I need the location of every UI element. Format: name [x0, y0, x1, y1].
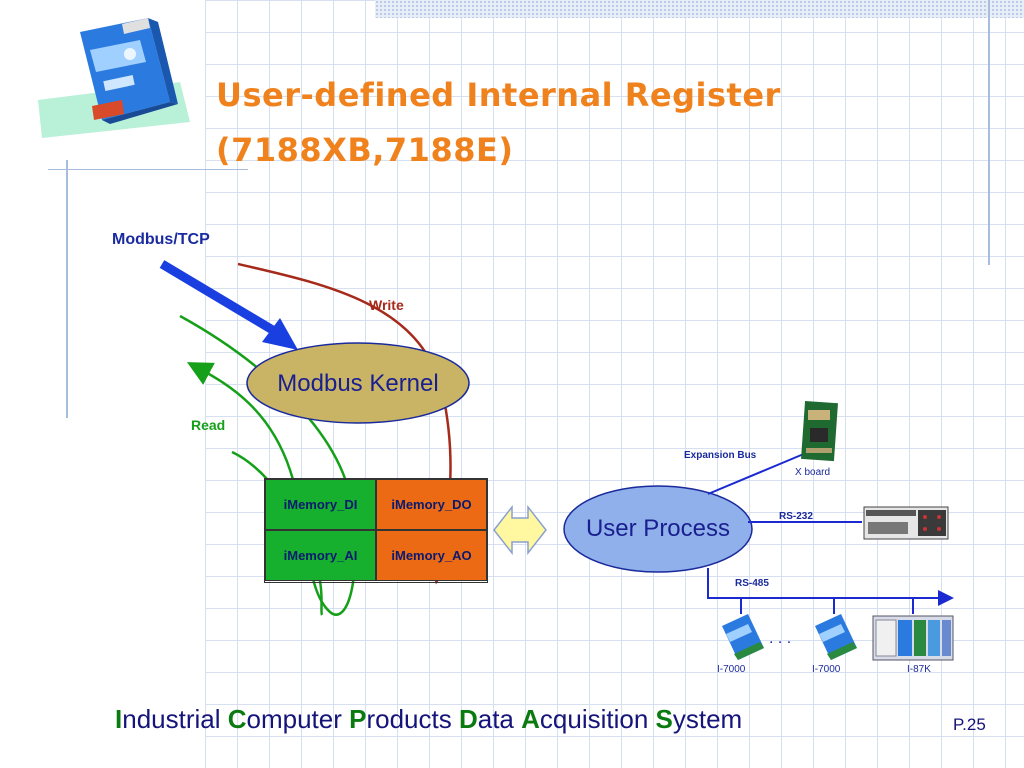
expansion-bus-line — [707, 447, 819, 495]
double-arrow — [493, 504, 547, 556]
header-band — [375, 0, 1024, 18]
user-process-label: User Process — [585, 515, 731, 542]
device-label-3: I-87K — [907, 664, 931, 675]
footer-cap-5: A — [521, 704, 540, 734]
imemory-table: iMemory_DI iMemory_DO iMemory_AI iMemory… — [264, 478, 488, 583]
rs232-label: RS-232 — [779, 511, 813, 522]
footer-cap-6: S — [655, 704, 673, 734]
modbus-kernel-label: Modbus Kernel — [277, 370, 439, 397]
imemory-di-cell: iMemory_DI — [265, 479, 376, 530]
device-label-1: I-7000 — [717, 664, 746, 675]
footer-cap-2: C — [227, 704, 247, 734]
x-board-label: X board — [795, 467, 831, 478]
title-line-1: User-defined Internal Register — [216, 76, 781, 114]
footer-cap-1: I — [115, 704, 123, 734]
footer-rest-5: cquisition — [539, 704, 656, 734]
modbus-kernel-ellipse — [246, 342, 470, 424]
imemory-ai-cell: iMemory_AI — [265, 530, 376, 581]
footer-rest-4: ata — [477, 704, 522, 734]
rs485-label: RS-485 — [735, 578, 769, 589]
footer-cap-4: D — [458, 704, 478, 734]
top-rule — [48, 169, 248, 170]
device-label-2: I-7000 — [812, 664, 841, 675]
title-line-2: (7188XB,7188E) — [216, 131, 514, 169]
modbus-tcp-arrowhead — [262, 318, 298, 350]
expansion-bus-label: Expansion Bus — [684, 450, 757, 461]
x-board-image — [801, 400, 838, 462]
footer-rest-3: roducts — [366, 704, 459, 734]
rs232-device-image — [863, 506, 949, 540]
write-label: Write — [369, 297, 404, 313]
footer-rest-2: omputer — [246, 704, 350, 734]
right-rule — [988, 0, 990, 265]
imemory-ao-cell: iMemory_AO — [376, 530, 487, 581]
page-number: P.25 — [953, 715, 986, 734]
user-process-ellipse — [563, 485, 753, 573]
footer-rest-1: ndustrial — [122, 704, 228, 734]
footer-tagline: Industrial Computer Products Data Acquis… — [115, 704, 742, 735]
modbus-tcp-label: Modbus/TCP — [112, 231, 210, 248]
footer-rest-6: ystem — [672, 704, 743, 734]
i87k-rack-image — [872, 615, 954, 661]
ellipsis-label: . . . — [769, 630, 792, 647]
modbus-tcp-arrow — [159, 260, 289, 342]
page-title: User-defined Internal Register (7188XB,7… — [216, 68, 781, 178]
controller-module-image — [38, 18, 190, 138]
imemory-do-cell: iMemory_DO — [376, 479, 487, 530]
rs485-line — [707, 568, 954, 606]
left-rule — [66, 160, 68, 418]
read-label: Read — [191, 417, 226, 433]
i7000-module-2 — [815, 614, 857, 660]
footer-cap-3: P — [349, 704, 367, 734]
i7000-module-1 — [722, 614, 764, 660]
